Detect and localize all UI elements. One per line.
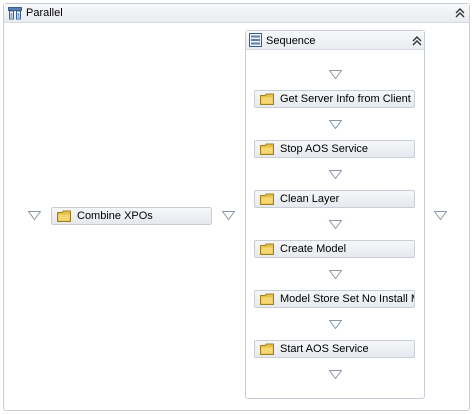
drop-target-triangle-icon[interactable]: [329, 320, 342, 329]
drop-target-triangle-icon[interactable]: [329, 70, 342, 79]
sequence-icon: [249, 33, 262, 47]
parallel-title: Parallel: [26, 7, 63, 19]
activity-create-model[interactable]: Create Model: [254, 240, 415, 258]
chevron-up-double-icon[interactable]: [454, 7, 466, 19]
drop-target-triangle-icon[interactable]: [329, 120, 342, 129]
folder-icon: [260, 93, 274, 105]
activity-label: Model Store Set No Install Mode: [280, 293, 414, 305]
activity-label: Combine XPOs: [77, 210, 153, 222]
activity-get-server-info[interactable]: Get Server Info from Client: [254, 90, 415, 108]
drop-target-triangle-icon[interactable]: [222, 211, 235, 220]
parallel-header[interactable]: [4, 4, 469, 23]
folder-icon: [260, 243, 274, 255]
sequence-header[interactable]: [246, 31, 424, 50]
sequence-title: Sequence: [266, 35, 316, 47]
chevron-up-double-icon[interactable]: [411, 35, 423, 47]
activity-label: Create Model: [280, 243, 347, 255]
activity-stop-aos-service[interactable]: Stop AOS Service: [254, 140, 415, 158]
folder-icon: [260, 293, 274, 305]
folder-icon: [260, 143, 274, 155]
drop-target-triangle-icon[interactable]: [329, 170, 342, 179]
drop-target-triangle-icon[interactable]: [329, 270, 342, 279]
activity-label: Start AOS Service: [280, 343, 369, 355]
drop-target-triangle-icon[interactable]: [329, 220, 342, 229]
drop-target-triangle-icon[interactable]: [434, 211, 447, 220]
drop-target-triangle-icon[interactable]: [28, 211, 41, 220]
activity-label: Clean Layer: [280, 193, 340, 205]
folder-icon: [260, 193, 274, 205]
parallel-icon: [8, 7, 22, 20]
activity-combine-xpos[interactable]: Combine XPOs: [51, 207, 212, 225]
folder-icon: [57, 210, 71, 222]
activity-label: Get Server Info from Client: [280, 93, 411, 105]
activity-clean-layer[interactable]: Clean Layer: [254, 190, 415, 208]
activity-start-aos-service[interactable]: Start AOS Service: [254, 340, 415, 358]
activity-model-store-set-no-install-mode[interactable]: Model Store Set No Install Mode: [254, 290, 415, 308]
drop-target-triangle-icon[interactable]: [329, 370, 342, 379]
folder-icon: [260, 343, 274, 355]
activity-label: Stop AOS Service: [280, 143, 369, 155]
